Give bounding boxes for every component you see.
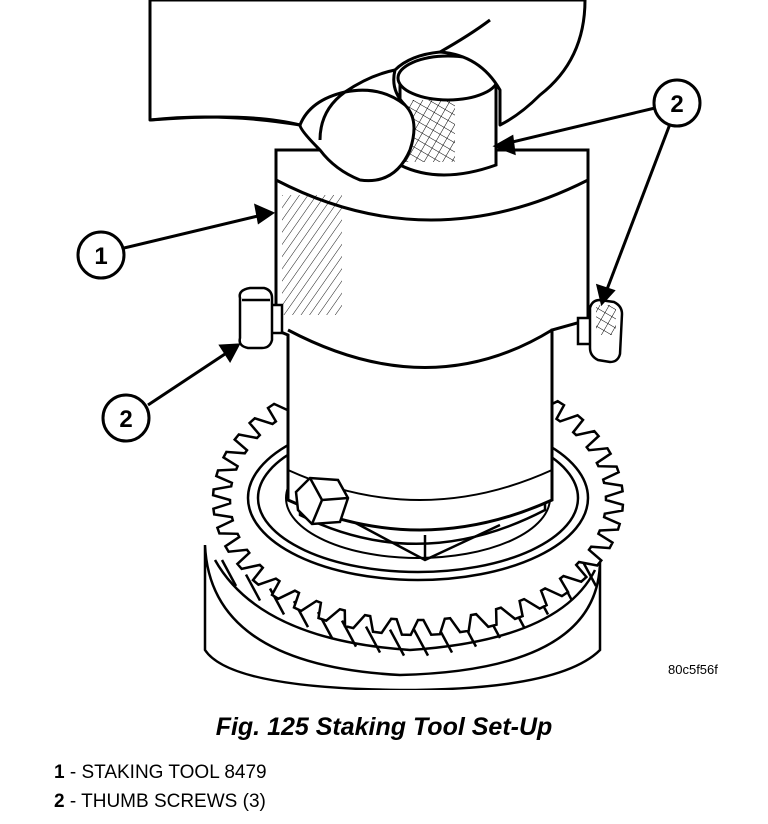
- legend: 1 - STAKING TOOL 8479 2 - THUMB SCREWS (…: [54, 758, 267, 816]
- lower-gear-tooth: [580, 559, 598, 587]
- lower-gear-tooth: [412, 629, 430, 657]
- legend-number: 2: [54, 791, 65, 812]
- staking-tool-body: [274, 148, 590, 532]
- callout-2-top: 2: [652, 78, 702, 128]
- svg-text:1: 1: [94, 243, 107, 270]
- svg-text:2: 2: [670, 91, 683, 118]
- legend-text: - THUMB SCREWS (3): [64, 791, 266, 812]
- callout-1: 1: [76, 230, 126, 280]
- staking-punch: [396, 54, 500, 177]
- image-code: 80c5f56f: [668, 662, 718, 677]
- legend-number: 1: [54, 762, 65, 783]
- lower-gear-tooth: [220, 559, 238, 587]
- legend-text: - STAKING TOOL 8479: [64, 762, 267, 783]
- thumb-screw-right: [576, 298, 624, 364]
- leader-lines: [123, 106, 672, 407]
- thumb-screw-left: [238, 286, 284, 350]
- callout-2-left: 2: [101, 393, 151, 443]
- staking-tool-illustration: 1 2 2: [76, 0, 702, 690]
- legend-item: 1 - STAKING TOOL 8479: [54, 758, 267, 787]
- hex-bolt: [294, 476, 350, 526]
- figure-caption: Fig. 125 Staking Tool Set-Up: [215, 713, 553, 741]
- svg-text:2: 2: [119, 406, 132, 433]
- lower-gear-tooth: [244, 573, 262, 602]
- lower-gear-tooth: [364, 625, 382, 654]
- hand: [148, 0, 587, 183]
- lower-gear-tooth: [388, 629, 406, 657]
- legend-item: 2 - THUMB SCREWS (3): [54, 787, 267, 816]
